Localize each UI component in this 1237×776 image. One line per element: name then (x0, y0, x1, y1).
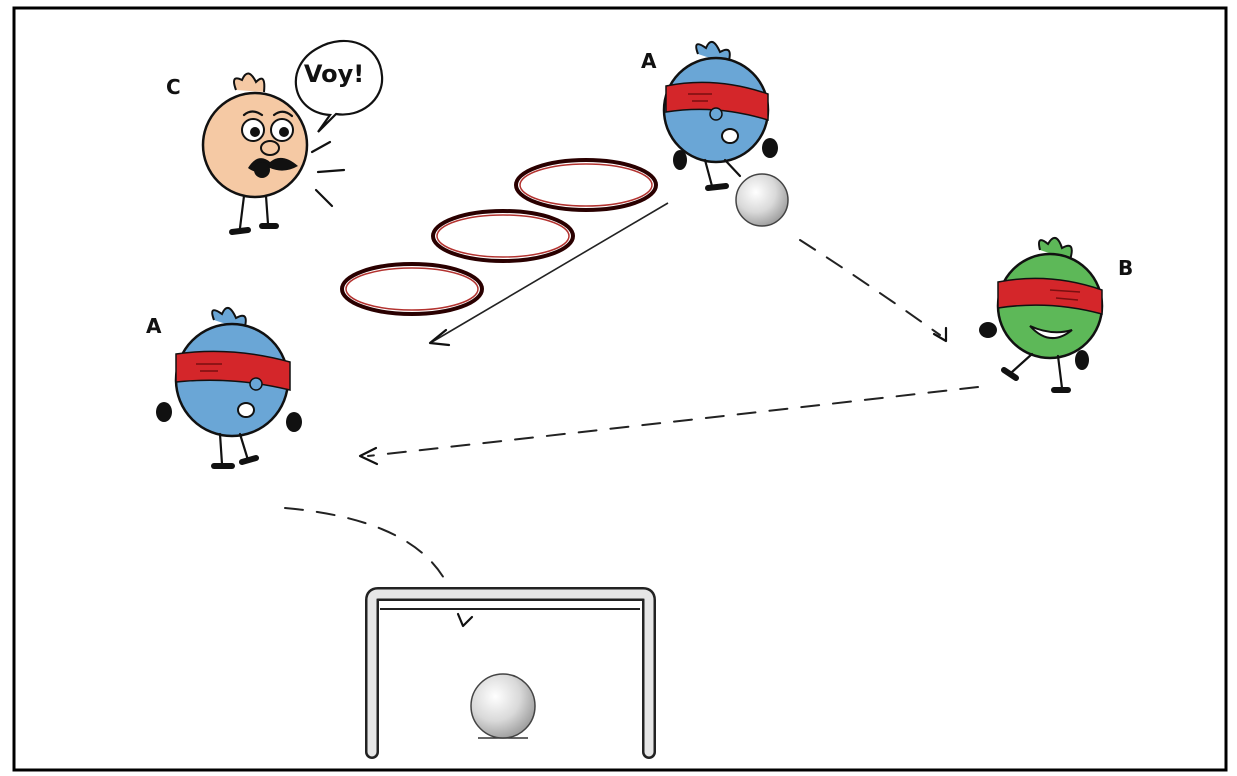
speech-bubble: Voy! (294, 39, 384, 133)
run-arrow (428, 202, 669, 347)
shot-arrow (284, 507, 474, 628)
label-player-a-left: A (146, 314, 162, 338)
player-a-left-character (156, 307, 302, 469)
pass-arrow-a-to-b (799, 239, 948, 343)
speech-bubble-text: Voy! (304, 60, 364, 88)
ball-top (735, 173, 789, 227)
ball-in-goal (470, 673, 536, 739)
label-player-c: C (166, 75, 181, 99)
label-player-a-top: A (641, 49, 657, 73)
player-c-character (201, 72, 346, 235)
hoop-2 (431, 209, 575, 263)
label-player-b: B (1118, 256, 1133, 280)
player-a-top-character (662, 41, 778, 191)
hoop-1 (340, 262, 484, 316)
hoops-group (340, 158, 658, 316)
goal (365, 587, 656, 759)
pass-arrow-b-to-a (358, 386, 979, 466)
hoop-3 (514, 158, 658, 212)
frame-border (12, 6, 1228, 772)
player-b-character (979, 237, 1104, 393)
